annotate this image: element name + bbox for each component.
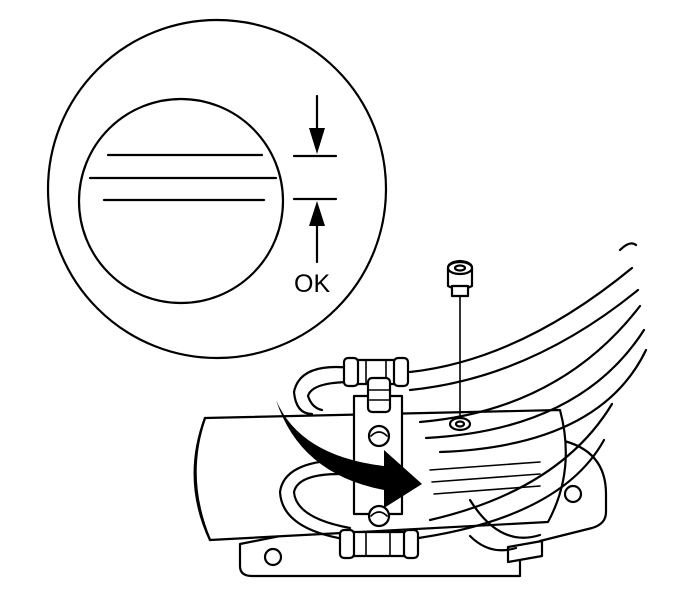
lower-hose-loop [278, 458, 352, 542]
cylinder-bulge [468, 498, 542, 539]
screw-hole [448, 416, 472, 432]
upper-hose-fitting [342, 356, 410, 388]
upper-hose-loop [292, 366, 354, 416]
body-rib-1 [429, 461, 541, 471]
upper-hose-loop-inner [306, 380, 354, 412]
magnified-detail-callout: OK [46, 18, 388, 360]
hose-bundle [402, 242, 648, 542]
bracket-hole-left [263, 547, 283, 567]
cylinder-end-cap [194, 416, 212, 542]
component-assembly [193, 242, 648, 578]
bracket-hole-right [563, 484, 583, 504]
body-underside [468, 534, 518, 552]
lower-hose-fitting [338, 528, 420, 560]
gauge-arrow-down-icon [309, 94, 325, 154]
lower-hose-loop-inner [292, 472, 352, 530]
mounting-screw [446, 259, 474, 432]
gauge-arrow-up-icon [309, 201, 325, 264]
valve-stem [352, 376, 404, 528]
rotation-arrow-icon [276, 400, 422, 508]
bracket-tab [506, 539, 544, 564]
body-rib-2 [431, 473, 541, 483]
ok-label: OK [294, 270, 330, 298]
